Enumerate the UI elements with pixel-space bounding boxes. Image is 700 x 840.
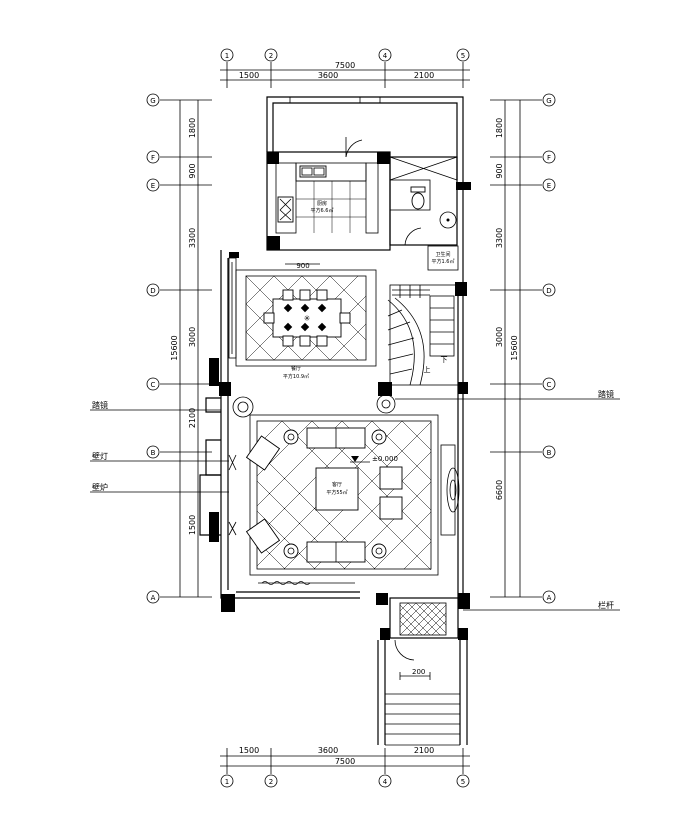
top-seg-1: 1500 xyxy=(239,71,259,80)
left-axis-g: G xyxy=(150,97,155,105)
living-room: 客厅 平方55㎡ ±0.000 xyxy=(245,414,460,585)
right-axis-c: C xyxy=(547,381,552,389)
kitchen-name: 厨房 xyxy=(317,200,327,207)
right-dimension-chain: 1800 900 3300 3000 6600 15600 G F E D C … xyxy=(490,93,556,604)
right-dim-3300: 3300 xyxy=(495,228,504,248)
left-total-dim: 15600 xyxy=(170,335,179,360)
bottom-total-dim: 7500 xyxy=(335,757,355,766)
left-axis-b: B xyxy=(151,449,156,457)
top-seg-2: 3600 xyxy=(318,71,338,80)
porch-dim-200: 200 xyxy=(412,668,425,676)
wall-lamp-label: 壁灯 xyxy=(92,451,108,461)
dining-room: ✳ 900 餐厅 平方10.9㎡ xyxy=(228,257,377,380)
bottom-axis-4: 4 xyxy=(383,778,388,786)
left-axis-c: C xyxy=(151,381,156,389)
bottom-axis-1: 1 xyxy=(225,778,229,786)
right-dim-6600: 6600 xyxy=(495,480,504,500)
left-axis-d: D xyxy=(150,287,155,295)
dining-chairs xyxy=(263,289,351,347)
top-total-dim: 7500 xyxy=(335,61,355,70)
bottom-axis-5: 5 xyxy=(461,778,465,786)
left-dim-1800: 1800 xyxy=(188,118,197,138)
living-area: 平方55㎡ xyxy=(326,489,347,496)
right-stair-label: 踏镜 xyxy=(598,389,614,399)
kitchen: 厨房 平方6.6㎡ xyxy=(275,137,379,234)
right-dim-900: 900 xyxy=(495,163,504,178)
right-axis-g: G xyxy=(546,97,551,105)
sofas xyxy=(245,427,403,563)
top-seg-3: 2100 xyxy=(414,71,434,80)
left-stair-label: 踏镜 xyxy=(92,400,108,410)
left-dim-2100: 2100 xyxy=(188,408,197,428)
side-tables xyxy=(283,429,387,559)
railing-label: 栏杆 xyxy=(598,600,614,610)
top-dimension-chain: 7500 1500 3600 2100 1 2 4 5 xyxy=(220,48,470,88)
top-axis-5: 5 xyxy=(461,52,465,60)
top-axis-1: 1 xyxy=(225,52,229,60)
left-dim-900: 900 xyxy=(188,163,197,178)
entry-porch: 200 xyxy=(377,597,468,746)
right-total-dim: 15600 xyxy=(510,335,519,360)
right-axis-f: F xyxy=(547,154,551,162)
bottom-seg-2: 3600 xyxy=(318,746,338,755)
dining-plates xyxy=(283,303,327,332)
left-axis-e: E xyxy=(151,182,155,190)
kitchen-area: 平方6.6㎡ xyxy=(311,207,334,214)
right-axis-a: A xyxy=(547,594,552,602)
left-wall-details xyxy=(199,394,396,536)
structural-columns xyxy=(209,152,471,640)
left-dimension-chain: 1800 900 3300 3000 2100 1500 15600 G F E… xyxy=(146,93,212,604)
left-axis-f: F xyxy=(151,154,155,162)
living-name: 客厅 xyxy=(332,481,342,488)
bottom-seg-3: 2100 xyxy=(414,746,434,755)
stair-up-label: 上 xyxy=(424,365,431,374)
left-dim-3300: 3300 xyxy=(188,228,197,248)
staircase: 下 上 xyxy=(387,284,459,386)
bottom-axis-2: 2 xyxy=(269,778,273,786)
dining-dim-900: 900 xyxy=(296,262,309,270)
right-axis-e: E xyxy=(547,182,551,190)
left-dim-3000: 3000 xyxy=(188,327,197,347)
top-axis-2: 2 xyxy=(269,52,273,60)
top-axis-4: 4 xyxy=(383,52,388,60)
dining-area: 平方10.9㎡ xyxy=(283,373,309,380)
right-dim-3000: 3000 xyxy=(495,327,504,347)
right-axis-d: D xyxy=(546,287,551,295)
annotation-callouts: 踏镜 壁灯 壁炉 踏镜 栏杆 xyxy=(90,389,620,611)
right-dim-1800: 1800 xyxy=(495,118,504,138)
bottom-dimension-chain: 1500 3600 2100 7500 1 2 4 5 xyxy=(220,746,470,788)
bottom-seg-1: 1500 xyxy=(239,746,259,755)
dining-centerpiece: ✳ xyxy=(304,314,311,323)
left-dim-1500: 1500 xyxy=(188,515,197,535)
bathroom: 卫生间 平方1.6㎡ xyxy=(389,156,459,271)
right-axis-b: B xyxy=(547,449,552,457)
dining-name: 餐厅 xyxy=(291,365,301,372)
level-mark: ±0.000 xyxy=(372,455,398,463)
fireplace-label: 壁炉 xyxy=(92,482,108,492)
bath-name: 卫生间 xyxy=(435,251,450,258)
stair-down-label: 下 xyxy=(441,356,448,364)
left-axis-a: A xyxy=(151,594,156,602)
bath-area: 平方1.6㎡ xyxy=(432,258,455,265)
